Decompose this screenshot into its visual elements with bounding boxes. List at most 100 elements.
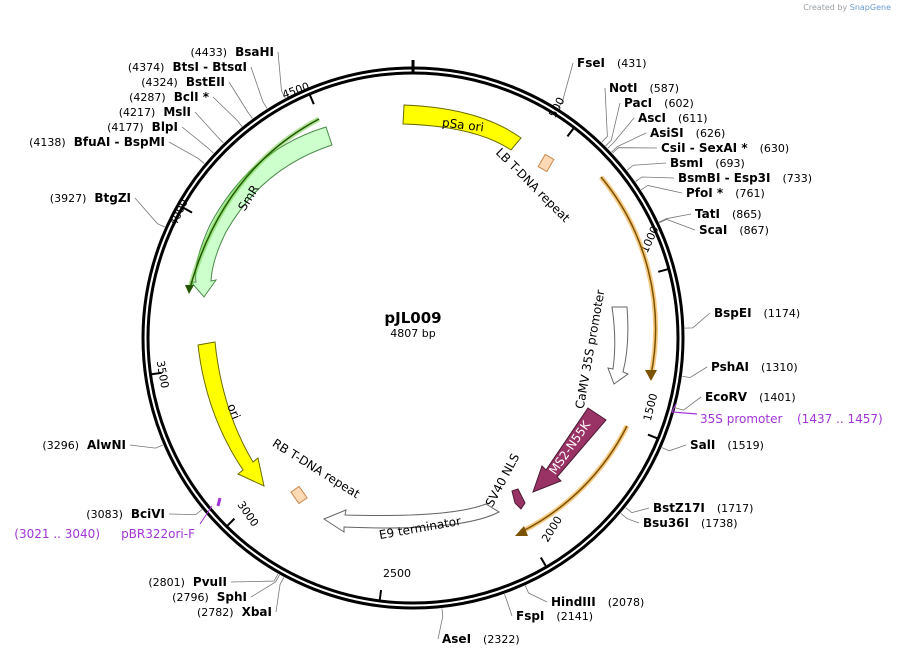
site-name-btsi-bts-i[interactable]: BtsI - BtsαI <box>172 60 247 74</box>
leader-bsmi <box>626 162 667 171</box>
tick-label-2500: 2500 <box>383 567 411 580</box>
site-name-fspi[interactable]: FspI <box>516 609 544 623</box>
feature-lb-tdna-repeat[interactable]: LB T-DNA repeat <box>493 145 573 225</box>
site-pos-bsmi: (693) <box>715 157 745 170</box>
tick-label-4000: 4000 <box>167 197 191 228</box>
tick-mark-2000 <box>539 556 548 568</box>
site-name-csii-sexai[interactable]: CsiI - SexAI * <box>661 141 748 155</box>
site-name-bstz17i[interactable]: BstZ17I <box>653 501 705 515</box>
site-name-bsmi[interactable]: BsmI <box>670 156 703 170</box>
feature-e9-terminator[interactable]: E9 terminator <box>322 503 501 542</box>
tick-mark-3500 <box>150 371 162 376</box>
tick-mark-1000 <box>657 267 670 273</box>
site-name-paci[interactable]: PacI <box>624 96 652 110</box>
site-pos-bspei: (1174) <box>764 307 801 320</box>
site-name-msli[interactable]: MslI <box>163 105 191 119</box>
feature-rb-tdna-repeat[interactable]: RB T-DNA repeat <box>270 436 363 505</box>
leader-alwni <box>129 444 164 449</box>
site-name-btgzi[interactable]: BtgZI <box>94 191 131 205</box>
site-pos-bsahi: (4433) <box>191 46 228 59</box>
feature-ms2-n55k[interactable]: MS2-N55K <box>532 407 607 493</box>
leader-paci <box>605 102 621 147</box>
leader-bcivi <box>168 509 203 516</box>
tick-mark-4000 <box>182 206 193 214</box>
site-name-pvuii[interactable]: PvuII <box>193 575 227 589</box>
lb-tdna-repeat-label: LB T-DNA repeat <box>493 145 573 225</box>
site-pos-pshai: (1310) <box>761 361 798 374</box>
site-name-alwni[interactable]: AlwNI <box>87 438 126 452</box>
credit-prefix: Created by <box>803 3 848 12</box>
site-name-blpi[interactable]: BlpI <box>152 120 178 134</box>
site-pos-hindiii: (2078) <box>608 596 645 609</box>
primer-pbr322ori-f-leader <box>199 505 213 525</box>
site-name-ecorv[interactable]: EcoRV <box>705 390 748 404</box>
feature-ori[interactable]: ori <box>197 341 265 487</box>
site-name-noti[interactable]: NotI <box>609 81 638 95</box>
site-name-xbai[interactable]: XbaI <box>242 605 272 619</box>
leader-msli <box>194 111 224 144</box>
site-name-sphi[interactable]: SphI <box>217 590 247 604</box>
site-pos-asisi: (626) <box>696 127 726 140</box>
tick-label-4500: 4500 <box>280 80 311 102</box>
leader-blpi <box>181 126 214 154</box>
tick-mark-500 <box>566 126 575 137</box>
leader-pvuii <box>230 573 279 583</box>
site-name-bsmbi-esp3i[interactable]: BsmBI - Esp3I <box>678 171 770 185</box>
site-pos-asci: (611) <box>678 112 708 125</box>
site-name-fsei[interactable]: FseI <box>577 56 605 70</box>
leader-btgzi <box>134 197 165 228</box>
site-pos-fsei: (431) <box>617 57 647 70</box>
leader-xbai <box>275 577 285 613</box>
site-name-asci[interactable]: AscI <box>638 111 666 125</box>
site-pos-xbai: (2782) <box>197 606 234 619</box>
site-name-hindiii[interactable]: HindIII <box>551 595 596 609</box>
green-arc <box>189 118 320 289</box>
site-pos-ecorv: (1401) <box>759 391 796 404</box>
site-pos-sphi: (2796) <box>172 591 209 604</box>
feature-psa-ori[interactable]: pSa ori <box>402 104 522 151</box>
leader-bstz17i <box>625 507 650 514</box>
site-name-bcivi[interactable]: BciVI <box>131 507 165 521</box>
ori-label: ori <box>224 402 243 422</box>
site-name-tati[interactable]: TatI <box>695 207 720 221</box>
site-name-bcli[interactable]: BclI * <box>174 90 210 104</box>
site-name-bsteii[interactable]: BstEII <box>186 75 225 89</box>
tick-label-3000: 3000 <box>235 499 262 529</box>
site-name-pfoi[interactable]: PfoI * <box>686 186 724 200</box>
leader-sphi <box>250 574 280 598</box>
leader-pfoi <box>640 185 683 194</box>
site-pos-bsu36i: (1738) <box>701 517 738 530</box>
snapgene-brand: SnapGene <box>849 3 891 12</box>
leader-bsahi <box>277 51 286 99</box>
camv-35s-promoter-label: CaMV 35S promoter <box>573 289 608 410</box>
site-name-asisi[interactable]: AsiSI <box>650 126 684 140</box>
site-name-bspei[interactable]: BspEI <box>714 306 752 320</box>
primer-35s-promoter-pos: (1437 .. 1457) <box>797 412 883 426</box>
feature-sv40-nls[interactable]: SV40 NLS <box>483 451 526 510</box>
tick-mark-2500 <box>378 589 383 602</box>
feature-camv-35s-promoter[interactable]: CaMV 35S promoter <box>573 289 630 410</box>
site-pos-bsteii: (4324) <box>141 76 178 89</box>
site-name-bfuai-bspmi[interactable]: BfuAI - BspMI <box>74 135 165 149</box>
site-name-sali[interactable]: SalI <box>690 438 715 452</box>
primer-35s-promoter-name[interactable]: 35S promoter <box>700 412 782 426</box>
site-pos-bcli: (4287) <box>129 91 166 104</box>
tick-mark-1500 <box>647 433 659 440</box>
site-labels: FseI(431)NotI(587)PacI(602)AscI(611)AsiS… <box>14 45 882 646</box>
primer-pbr322ori-f-name[interactable]: pBR322ori-F <box>121 527 195 541</box>
site-name-bsahi[interactable]: BsaHI <box>235 45 274 59</box>
site-name-asei[interactable]: AseI <box>442 632 471 646</box>
feature-smr[interactable]: SmR <box>189 126 333 298</box>
snapgene-credit: Created by SnapGene <box>803 3 891 12</box>
site-leader-lines <box>129 51 711 640</box>
site-pos-btgzi: (3927) <box>50 192 87 205</box>
site-name-bsu36i[interactable]: Bsu36I <box>643 516 689 530</box>
leader-fspi <box>504 594 513 617</box>
site-name-scai[interactable]: ScaI <box>699 223 727 237</box>
leader-pshai <box>682 366 708 378</box>
tick-mark-4500 <box>308 93 315 105</box>
site-name-pshai[interactable]: PshAI <box>711 360 749 374</box>
leader-bspei <box>684 312 711 329</box>
leader-csii-sexai <box>612 147 658 154</box>
